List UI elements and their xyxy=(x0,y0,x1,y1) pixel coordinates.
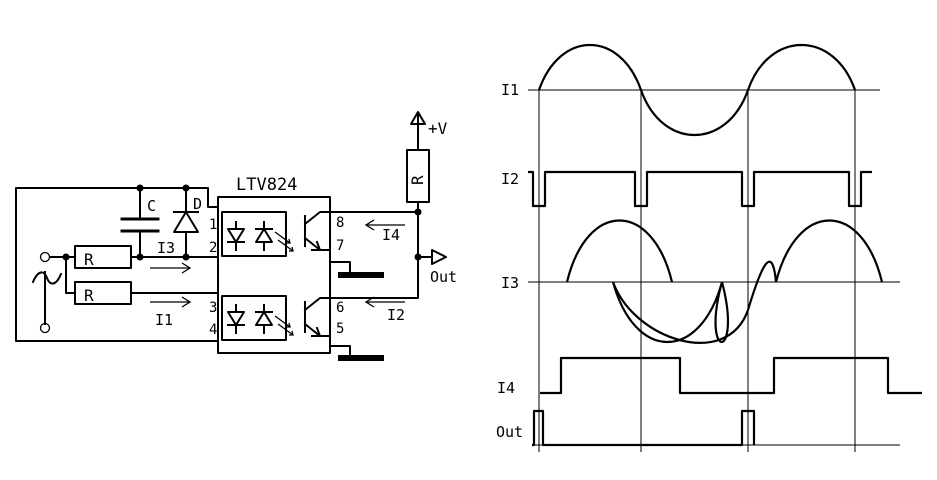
input-resistor-2 xyxy=(74,281,132,305)
light-arrows-1 xyxy=(274,231,294,252)
waveform-i3 xyxy=(565,219,730,344)
output-arrow-icon xyxy=(431,249,447,265)
wire-input-1-branch xyxy=(65,256,76,294)
supply-label: +V xyxy=(428,119,448,138)
junction-dot xyxy=(136,184,144,192)
input-resistor-1-label: R xyxy=(84,250,94,269)
led-symbol-1b xyxy=(255,221,273,251)
waveform-out xyxy=(532,409,756,447)
junction-dot xyxy=(182,253,190,261)
schematic: R R C D I3 I1 LTV824 1 2 3 4 5 xyxy=(15,111,457,361)
input-resistor-1 xyxy=(74,245,132,269)
junction-dot xyxy=(182,184,190,192)
wire-outer-loop xyxy=(15,187,219,342)
optocoupler-chip xyxy=(217,196,331,354)
pin-7-label: 7 xyxy=(336,238,344,254)
capacitor-symbol xyxy=(120,217,160,233)
junction-dot xyxy=(136,253,144,261)
row-label-i4: I4 xyxy=(497,379,515,397)
row-label-out: Out xyxy=(496,423,523,441)
pin-4-label: 4 xyxy=(209,322,217,338)
label-i2: I2 xyxy=(387,306,405,324)
pin-1-label: 1 xyxy=(209,217,217,233)
input-terminal-top xyxy=(39,251,51,263)
chip-label: LTV824 xyxy=(236,175,297,195)
pin-5-label: 5 xyxy=(336,321,344,337)
diode-label: D xyxy=(193,195,202,213)
input-resistor-2-label: R xyxy=(84,286,94,305)
phototransistor-2-emitter-arrow xyxy=(311,326,321,337)
label-i3: I3 xyxy=(157,239,175,257)
label-i1: I1 xyxy=(155,311,173,329)
channel-1-box xyxy=(221,211,287,257)
waveform-i1 xyxy=(537,43,857,137)
row-label-i1: I1 xyxy=(501,81,519,99)
capacitor-label: C xyxy=(147,197,156,215)
row-label-i2: I2 xyxy=(501,170,519,188)
ground-symbol-1 xyxy=(338,272,384,278)
arrow-i4 xyxy=(364,219,405,231)
led-symbol-2a xyxy=(227,304,245,334)
led-symbol-2b xyxy=(255,304,273,334)
arrow-i2 xyxy=(364,296,405,308)
wire-top-rail xyxy=(139,187,219,208)
input-terminal-bottom xyxy=(39,322,51,334)
pin-2-label: 2 xyxy=(209,240,217,256)
wire-pin7-ground xyxy=(329,261,351,273)
light-arrows-2 xyxy=(274,315,294,336)
waveform-i2 xyxy=(528,170,872,208)
pullup-resistor xyxy=(406,149,430,203)
ac-source-icon xyxy=(31,271,63,285)
wire-pin6 xyxy=(329,211,419,299)
waveform-i4 xyxy=(540,356,922,395)
supply-arrow-icon xyxy=(410,111,426,137)
channel-2-box xyxy=(221,295,287,341)
arrow-i1 xyxy=(150,296,192,308)
arrow-i3 xyxy=(150,262,192,274)
waveform-i3-continued xyxy=(611,219,884,344)
timing-diagram: I1 I2 I3 I4 Out xyxy=(496,43,922,452)
diode-symbol xyxy=(173,211,199,233)
pin-8-label: 8 xyxy=(336,215,344,231)
led-symbol-1a xyxy=(227,221,245,251)
junction-dot xyxy=(62,253,70,261)
row-label-i3: I3 xyxy=(501,274,519,292)
pullup-resistor-label: R xyxy=(408,175,427,185)
pin-6-label: 6 xyxy=(336,300,344,316)
phototransistor-1-emitter-arrow xyxy=(311,240,321,251)
wire-pin5-ground xyxy=(329,345,351,356)
output-label: Out xyxy=(430,268,457,286)
pin-3-label: 3 xyxy=(209,300,217,316)
ground-symbol-2 xyxy=(338,355,384,361)
label-i4: I4 xyxy=(382,226,400,244)
